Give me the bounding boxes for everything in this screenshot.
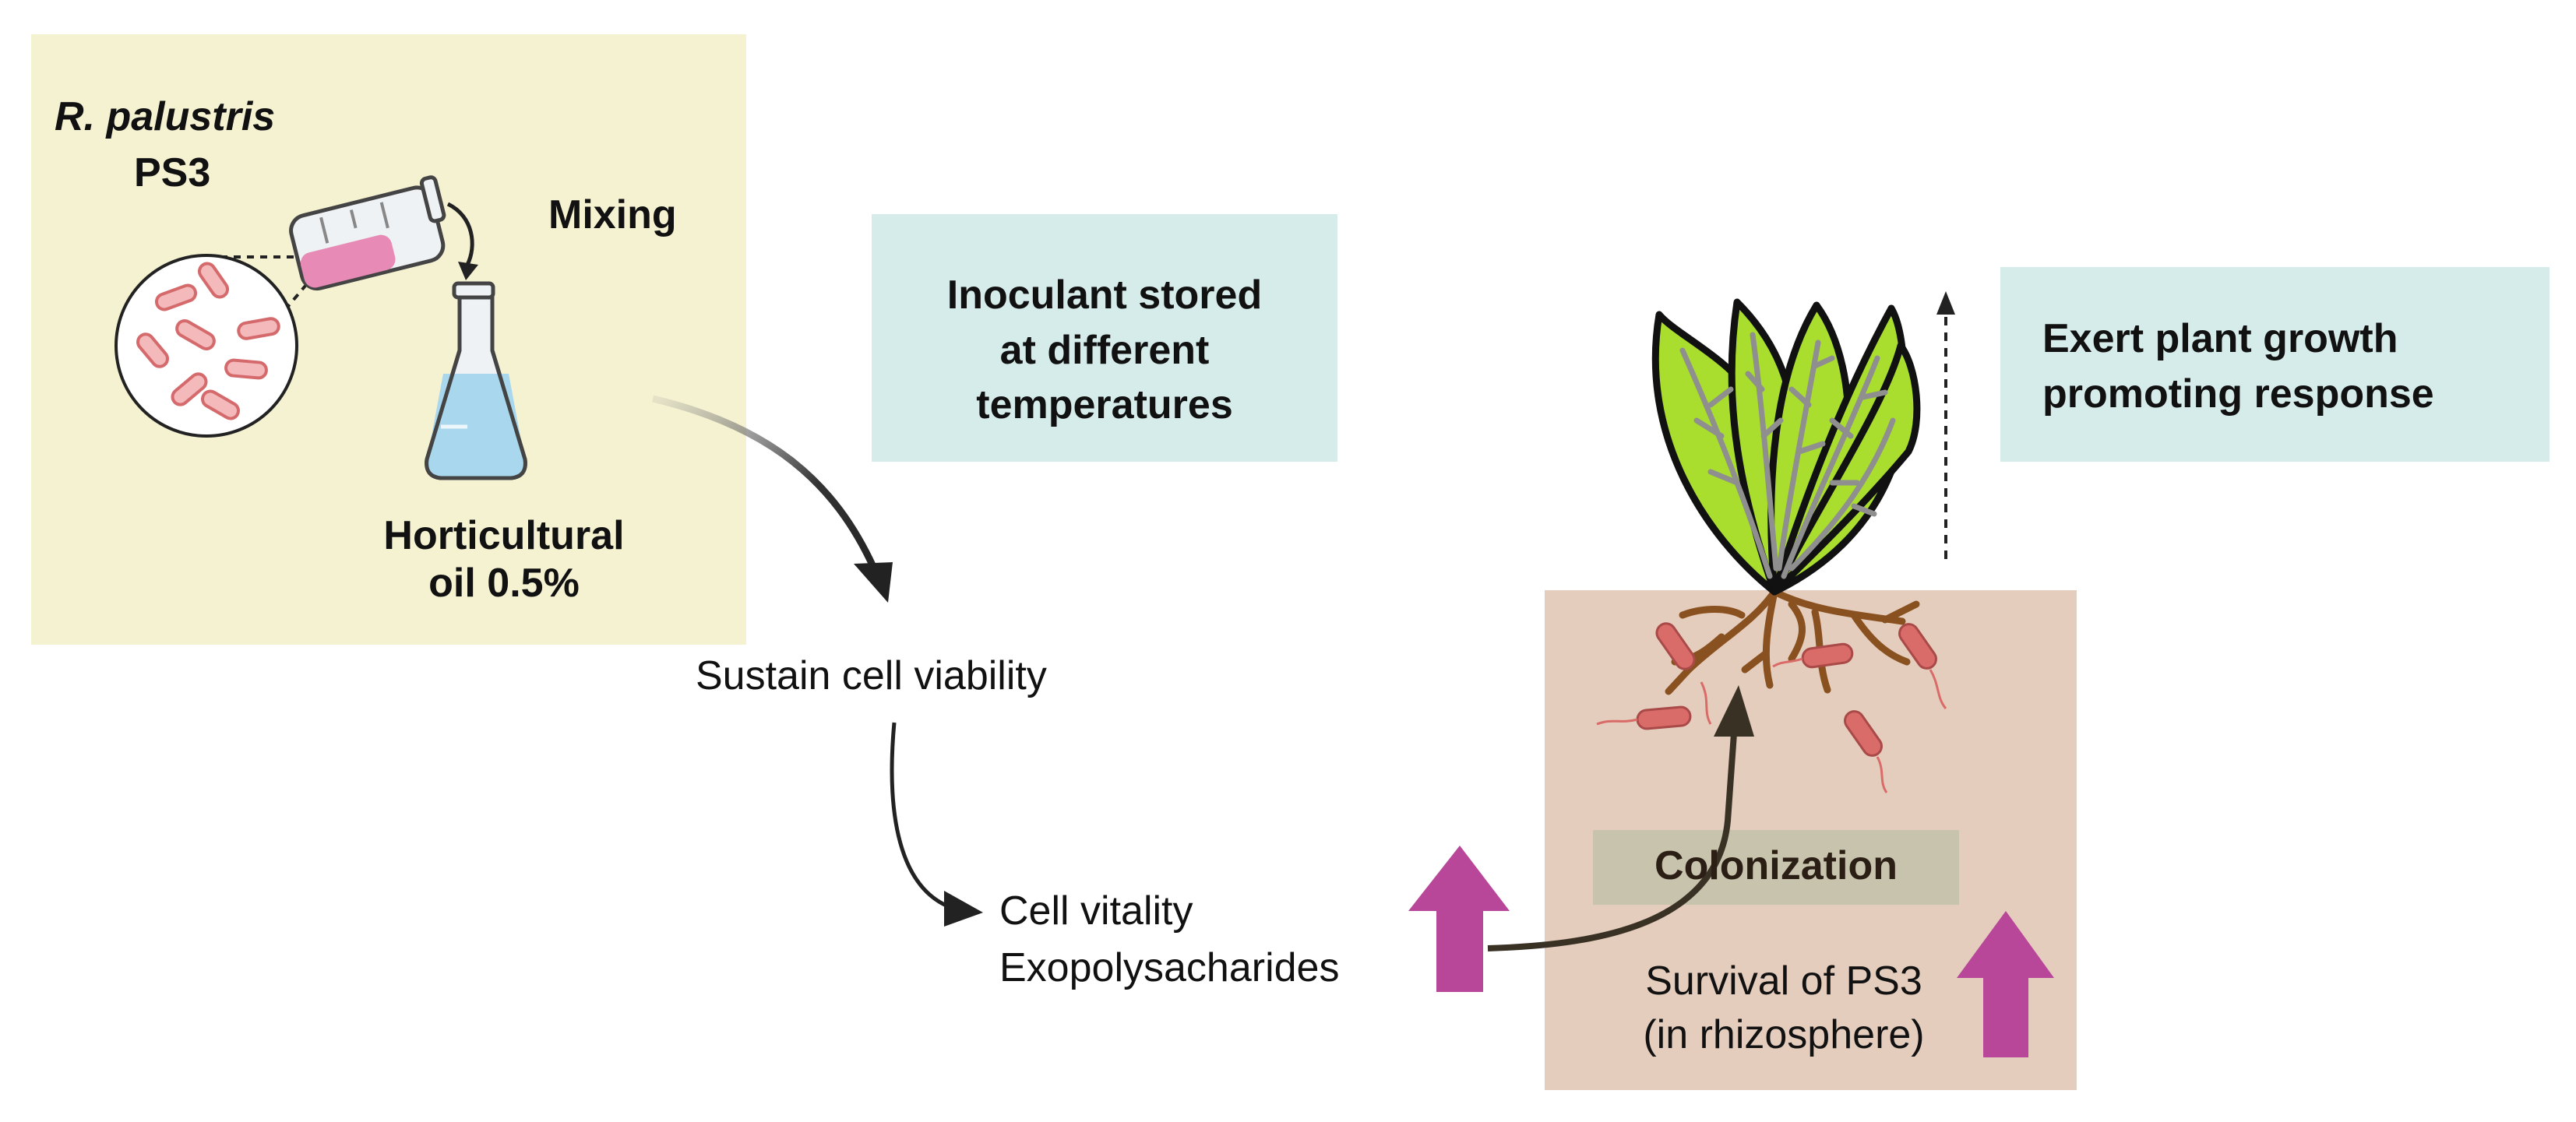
survival-label: Survival of PS3 (in rhizosphere) [1643, 958, 1925, 1057]
organism-name: R. palustris [55, 94, 276, 139]
up-arrow-icon [1408, 846, 1510, 992]
rod-bacteria-icon [1636, 622, 1937, 757]
organism-strain: PS3 [134, 150, 211, 195]
response-box [2000, 267, 2550, 462]
plant-with-roots-icon [1596, 298, 1947, 793]
sustain-label: Sustain cell viability [696, 653, 1047, 698]
vitality-label: Cell vitality Exopolysacharides [999, 888, 1340, 990]
colonization-label: Colonization [1654, 843, 1898, 888]
curved-arrow-to-vitality [890, 722, 983, 927]
oil-label: Horticultural oil 0.5% [383, 513, 625, 607]
connector-to-colonization [1487, 685, 1754, 951]
curved-arrow-to-sustain [651, 395, 893, 603]
erlenmeyer-flask-icon [425, 281, 527, 480]
dashed-response-arrow [1936, 291, 1955, 559]
pouring-beaker-icon [289, 175, 446, 291]
colonization-box [1593, 830, 1959, 905]
up-arrow-icon [1957, 911, 2054, 1057]
mixing-label: Mixing [548, 192, 677, 237]
storage-box [872, 214, 1337, 462]
storage-label: Inoculant stored at different temperatur… [946, 273, 1263, 428]
bacteria-magnified-circle-icon [115, 254, 319, 438]
response-label: Exert plant growth promoting response [2042, 316, 2434, 417]
